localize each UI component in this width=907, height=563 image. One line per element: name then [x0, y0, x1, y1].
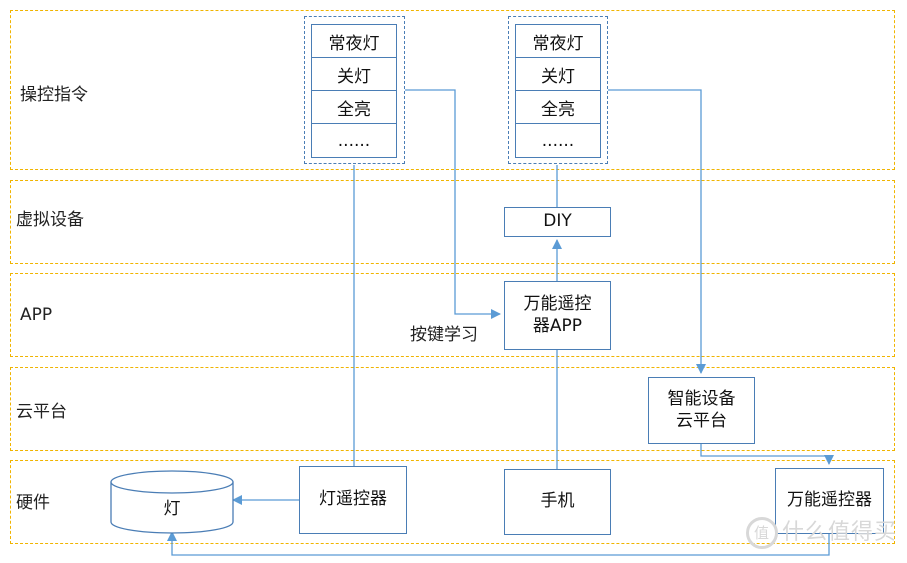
layer-label-control-commands: 操控指令	[20, 85, 88, 105]
layer-label-virtual-device: 虚拟设备	[16, 210, 84, 230]
phone-node: 手机	[504, 469, 611, 535]
command-group-left	[304, 16, 405, 164]
layer-label-hardware: 硬件	[16, 493, 50, 513]
watermark-logo-icon: 值	[745, 517, 778, 549]
edge-remote-to-lamp	[167, 531, 830, 556]
watermark: 值什么值得买	[745, 514, 897, 549]
smart-device-cloud-node: 智能设备云平台	[648, 377, 755, 444]
layer-control-commands	[10, 10, 895, 170]
layer-virtual-device	[10, 180, 895, 264]
edge-commands-to-cloud	[608, 89, 706, 374]
command-item: 全亮	[516, 91, 600, 124]
lamp-label: 灯	[163, 499, 181, 519]
edge-cloud-to-remote	[700, 444, 834, 465]
command-group-right	[508, 16, 608, 164]
key-learning-label: 按键学习	[410, 325, 478, 345]
universal-remote-node: 万能遥控器	[775, 468, 884, 534]
command-item: ......	[337, 130, 371, 151]
universal-remote-app-node: 万能遥控器APP	[504, 281, 611, 350]
layer-hardware	[10, 460, 895, 544]
layer-cloud	[10, 367, 895, 451]
command-item: 常夜灯	[516, 25, 600, 58]
command-item: 关灯	[312, 58, 396, 91]
command-list-left: 常夜灯 关灯 全亮 ......	[311, 24, 397, 158]
lamp-node	[110, 470, 234, 534]
layer-label-cloud: 云平台	[16, 402, 67, 422]
command-item: ......	[541, 130, 575, 151]
layer-label-app: APP	[20, 305, 53, 325]
command-item: 常夜灯	[312, 25, 396, 58]
command-item: 关灯	[516, 58, 600, 91]
command-item: 全亮	[312, 91, 396, 124]
watermark-text: 什么值得买	[781, 520, 897, 545]
command-list-right: 常夜灯 关灯 全亮 ......	[515, 24, 601, 158]
lamp-remote-node: 灯遥控器	[299, 466, 407, 534]
edge-key-learning	[405, 89, 501, 319]
diy-node: DIY	[504, 207, 611, 237]
layer-app	[10, 273, 895, 357]
